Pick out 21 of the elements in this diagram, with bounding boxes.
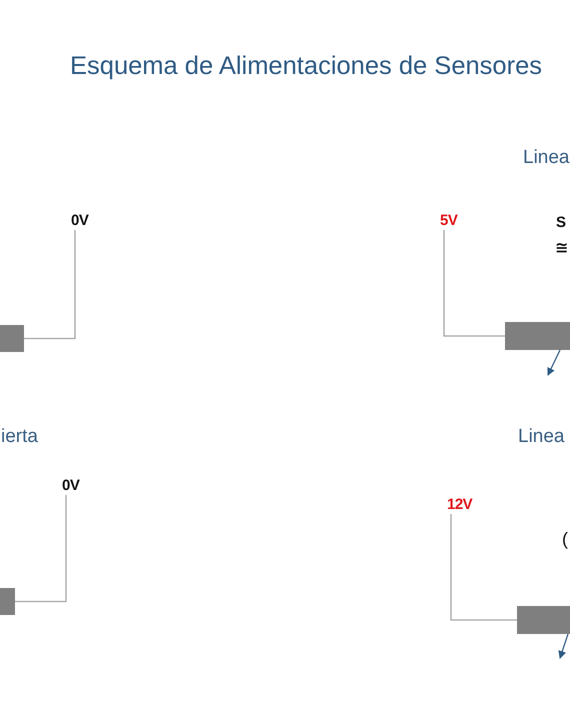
voltage-label: 12V xyxy=(447,497,472,512)
voltage-label: 0V xyxy=(62,478,80,493)
heading-text: Linea xyxy=(523,148,570,167)
voltage-label: 0V xyxy=(71,213,88,228)
component-block xyxy=(0,325,24,352)
heading-text: ierta xyxy=(1,427,38,446)
voltage-label: 5V xyxy=(440,213,458,228)
wire-line xyxy=(15,495,67,602)
arrow xyxy=(547,350,561,376)
label-text: ( xyxy=(562,530,568,548)
symbol-text: ≅ xyxy=(555,241,568,257)
wire-line xyxy=(24,230,76,340)
wire-line xyxy=(443,230,505,337)
component-block xyxy=(505,322,570,350)
diagram-title: Esquema de Alimentaciones de Sensores xyxy=(70,54,542,80)
component-block xyxy=(0,588,15,615)
wire-line xyxy=(450,514,517,621)
label-text: S xyxy=(556,215,566,230)
component-block xyxy=(517,606,570,634)
heading-text: Linea xyxy=(518,427,564,446)
arrow xyxy=(558,634,569,659)
